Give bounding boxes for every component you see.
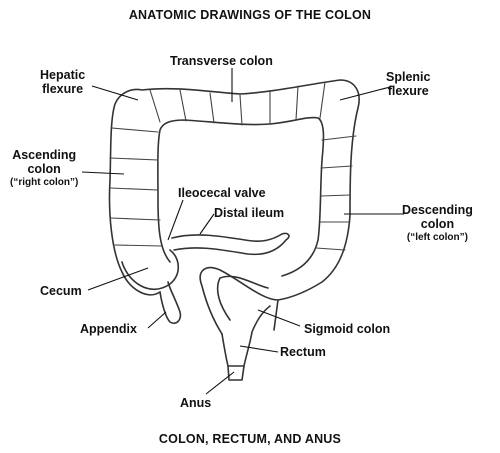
label-distal-ileum: Distal ileum xyxy=(214,206,285,220)
leader-distal-ileum xyxy=(199,213,215,235)
rectum-shape xyxy=(221,305,271,367)
leader-cecum xyxy=(87,267,149,291)
label-descending-colon-line2: colon xyxy=(420,217,455,231)
label-ascending-colon: Ascending colon (“right colon”) xyxy=(10,148,78,190)
label-hepatic-flexure-line1: Hepatic xyxy=(40,68,86,82)
label-descending-colon-line1: Descending xyxy=(402,203,473,217)
label-sigmoid-colon: Sigmoid colon xyxy=(304,322,391,336)
label-splenic-flexure: Splenic flexure xyxy=(386,70,430,98)
sigmoid-inner xyxy=(216,275,269,321)
colon-inner-outline xyxy=(157,116,325,277)
distal-ileum-shape xyxy=(171,232,290,256)
leader-ascending-colon xyxy=(81,171,125,175)
label-cecum: Cecum xyxy=(40,284,82,298)
leader-appendix xyxy=(147,311,167,329)
diagram-caption: COLON, RECTUM, AND ANUS xyxy=(158,432,342,446)
appendix-shape xyxy=(159,281,182,325)
label-anus: Anus xyxy=(180,396,212,410)
cecum-shape xyxy=(121,249,180,290)
label-ileocecal-valve: Ileocecal valve xyxy=(178,186,266,200)
label-rectum: Rectum xyxy=(280,345,326,359)
label-appendix: Appendix xyxy=(80,322,137,336)
label-transverse-colon: Transverse colon xyxy=(170,54,273,68)
label-descending-colon: Descending colon (“left colon”) xyxy=(402,203,473,245)
diagram-title: ANATOMIC DRAWINGS OF THE COLON xyxy=(128,8,372,22)
leader-anus xyxy=(205,371,235,395)
label-ascending-colon-line2: colon xyxy=(27,162,61,176)
label-splenic-flexure-line2: flexure xyxy=(387,84,429,98)
label-hepatic-flexure-line2: flexure xyxy=(42,82,84,96)
label-descending-colon-line3: (“left colon”) xyxy=(406,232,468,243)
label-splenic-flexure-line1: Splenic xyxy=(386,70,431,84)
ascending-folds xyxy=(109,127,163,247)
leader-ileocecal-valve xyxy=(167,199,184,241)
leader-splenic-flexure xyxy=(339,85,395,101)
label-hepatic-flexure: Hepatic flexure xyxy=(40,68,85,96)
leader-rectum xyxy=(239,345,279,353)
leader-sigmoid-colon xyxy=(257,309,301,327)
leader-hepatic-flexure xyxy=(91,85,139,101)
label-ascending-colon-line3: (“right colon”) xyxy=(10,177,79,188)
sigmoid-shape xyxy=(199,266,279,335)
descending-folds xyxy=(315,135,357,251)
transverse-folds xyxy=(149,81,326,126)
anus-shape xyxy=(227,365,245,381)
colon-outer-outline xyxy=(108,79,360,331)
label-ascending-colon-line1: Ascending xyxy=(12,148,77,162)
